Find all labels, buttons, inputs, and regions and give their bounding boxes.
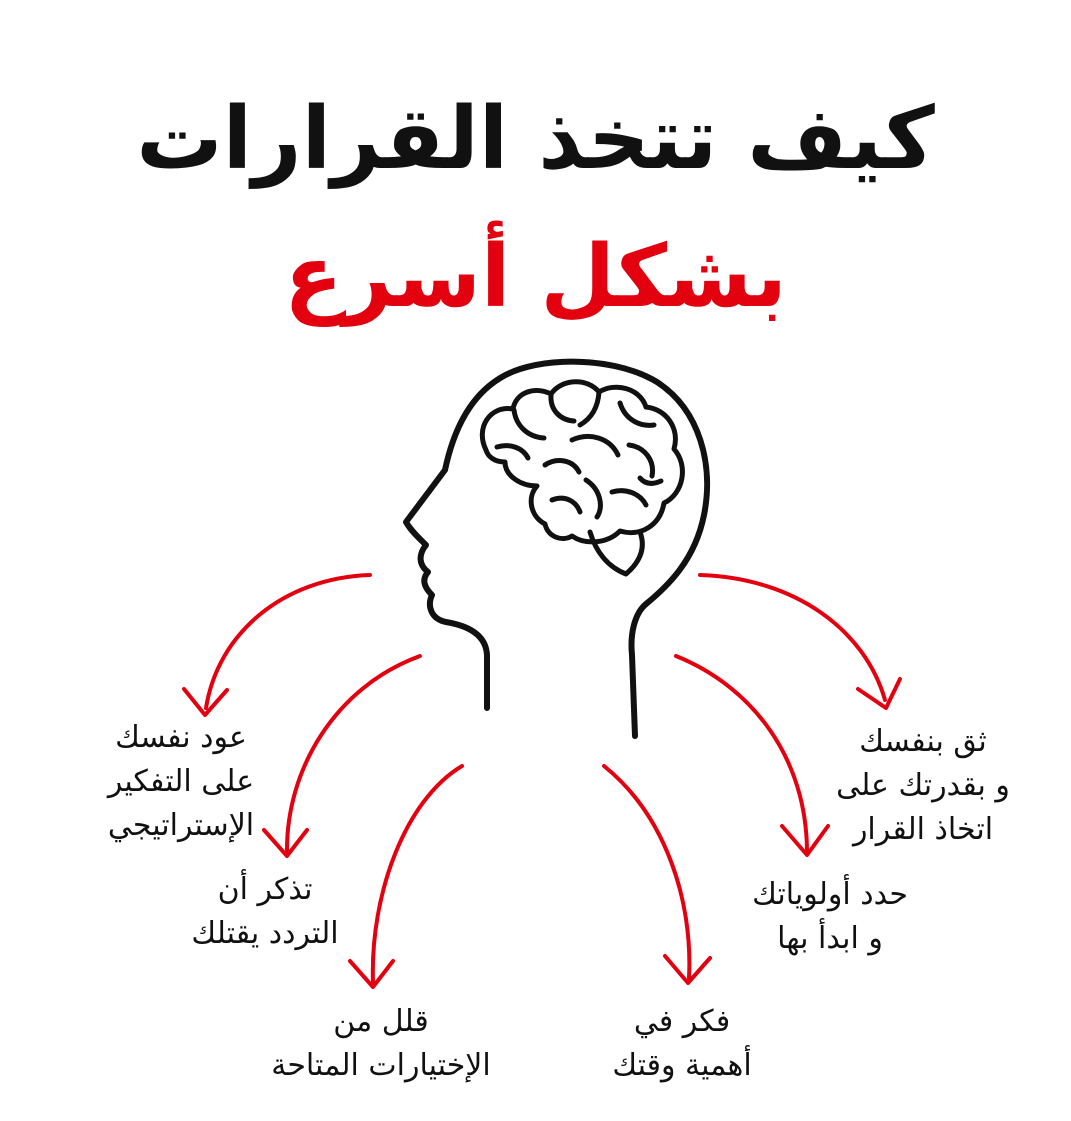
brain-fold bbox=[494, 443, 531, 461]
brain-fold bbox=[542, 458, 582, 475]
tip-strategy: عود نفسك على التفكير الإستراتيجي bbox=[76, 716, 286, 848]
tip-priorities-line2: و ابدأ بها bbox=[777, 921, 883, 956]
arrow-to-hesitation bbox=[284, 654, 422, 854]
brain-fold bbox=[583, 477, 603, 520]
tip-options-line2: الإختيارات المتاحة bbox=[271, 1048, 491, 1083]
brain-fold bbox=[617, 400, 657, 428]
head-with-brain-icon bbox=[403, 358, 711, 739]
title-line-2: بشكل أسرع bbox=[284, 227, 787, 327]
tip-priorities: حدد أولوياتك و ابدأ بها bbox=[725, 873, 935, 961]
brain-fold bbox=[637, 475, 664, 486]
tip-strategy-line2: على التفكير bbox=[107, 764, 255, 799]
tip-time-line1: فكر في bbox=[633, 1004, 731, 1039]
brain-fold bbox=[609, 488, 649, 508]
arrowhead bbox=[780, 824, 830, 857]
arrow-to-strategy bbox=[204, 573, 372, 710]
arrowhead bbox=[856, 677, 902, 710]
arrows bbox=[182, 573, 902, 989]
brain-fold bbox=[548, 392, 577, 424]
arrow-to-options bbox=[370, 764, 464, 984]
brain-icon bbox=[479, 379, 685, 577]
arrow-to-confidence bbox=[698, 573, 887, 702]
tip-hesitation: تذكر أن التردد يقتلك bbox=[160, 868, 370, 956]
tip-hesitation-line1: تذكر أن bbox=[217, 872, 313, 907]
tip-confidence: ثق بنفسك و بقدرتك على اتخاذ القرار bbox=[818, 720, 1028, 852]
arrowhead bbox=[262, 828, 309, 858]
head-profile-outline bbox=[403, 358, 711, 739]
arrowhead bbox=[663, 954, 712, 985]
tip-options: قلل من الإختيارات المتاحة bbox=[240, 1000, 522, 1088]
title-line-1: كيف تتخذ القرارات bbox=[136, 89, 935, 189]
tip-confidence-line1: ثق بنفسك bbox=[859, 724, 987, 759]
brain-fold bbox=[577, 389, 602, 428]
tip-hesitation-line2: التردد يقتلك bbox=[191, 916, 339, 951]
arrow-to-time bbox=[602, 764, 692, 980]
tip-time: فكر في أهمية وقتك bbox=[582, 1000, 782, 1088]
tip-confidence-line2: و بقدرتك على bbox=[836, 768, 1010, 803]
tip-confidence-line3: اتخاذ القرار bbox=[852, 812, 994, 847]
tip-options-line1: قلل من bbox=[333, 1004, 429, 1039]
arrowhead bbox=[348, 959, 395, 989]
tip-strategy-line1: عود نفسك bbox=[115, 720, 247, 755]
tip-strategy-line3: الإستراتيجي bbox=[107, 808, 255, 843]
brain-cerebellum bbox=[587, 529, 645, 577]
tip-time-line2: أهمية وقتك bbox=[612, 1048, 752, 1083]
brain-fold bbox=[549, 495, 583, 515]
brain-fold bbox=[569, 434, 621, 458]
brain-fold bbox=[626, 442, 656, 479]
arrowhead bbox=[182, 687, 229, 717]
tip-priorities-line1: حدد أولوياتك bbox=[752, 877, 908, 912]
arrow-to-priorities bbox=[674, 654, 809, 852]
brain-fold bbox=[511, 407, 547, 441]
